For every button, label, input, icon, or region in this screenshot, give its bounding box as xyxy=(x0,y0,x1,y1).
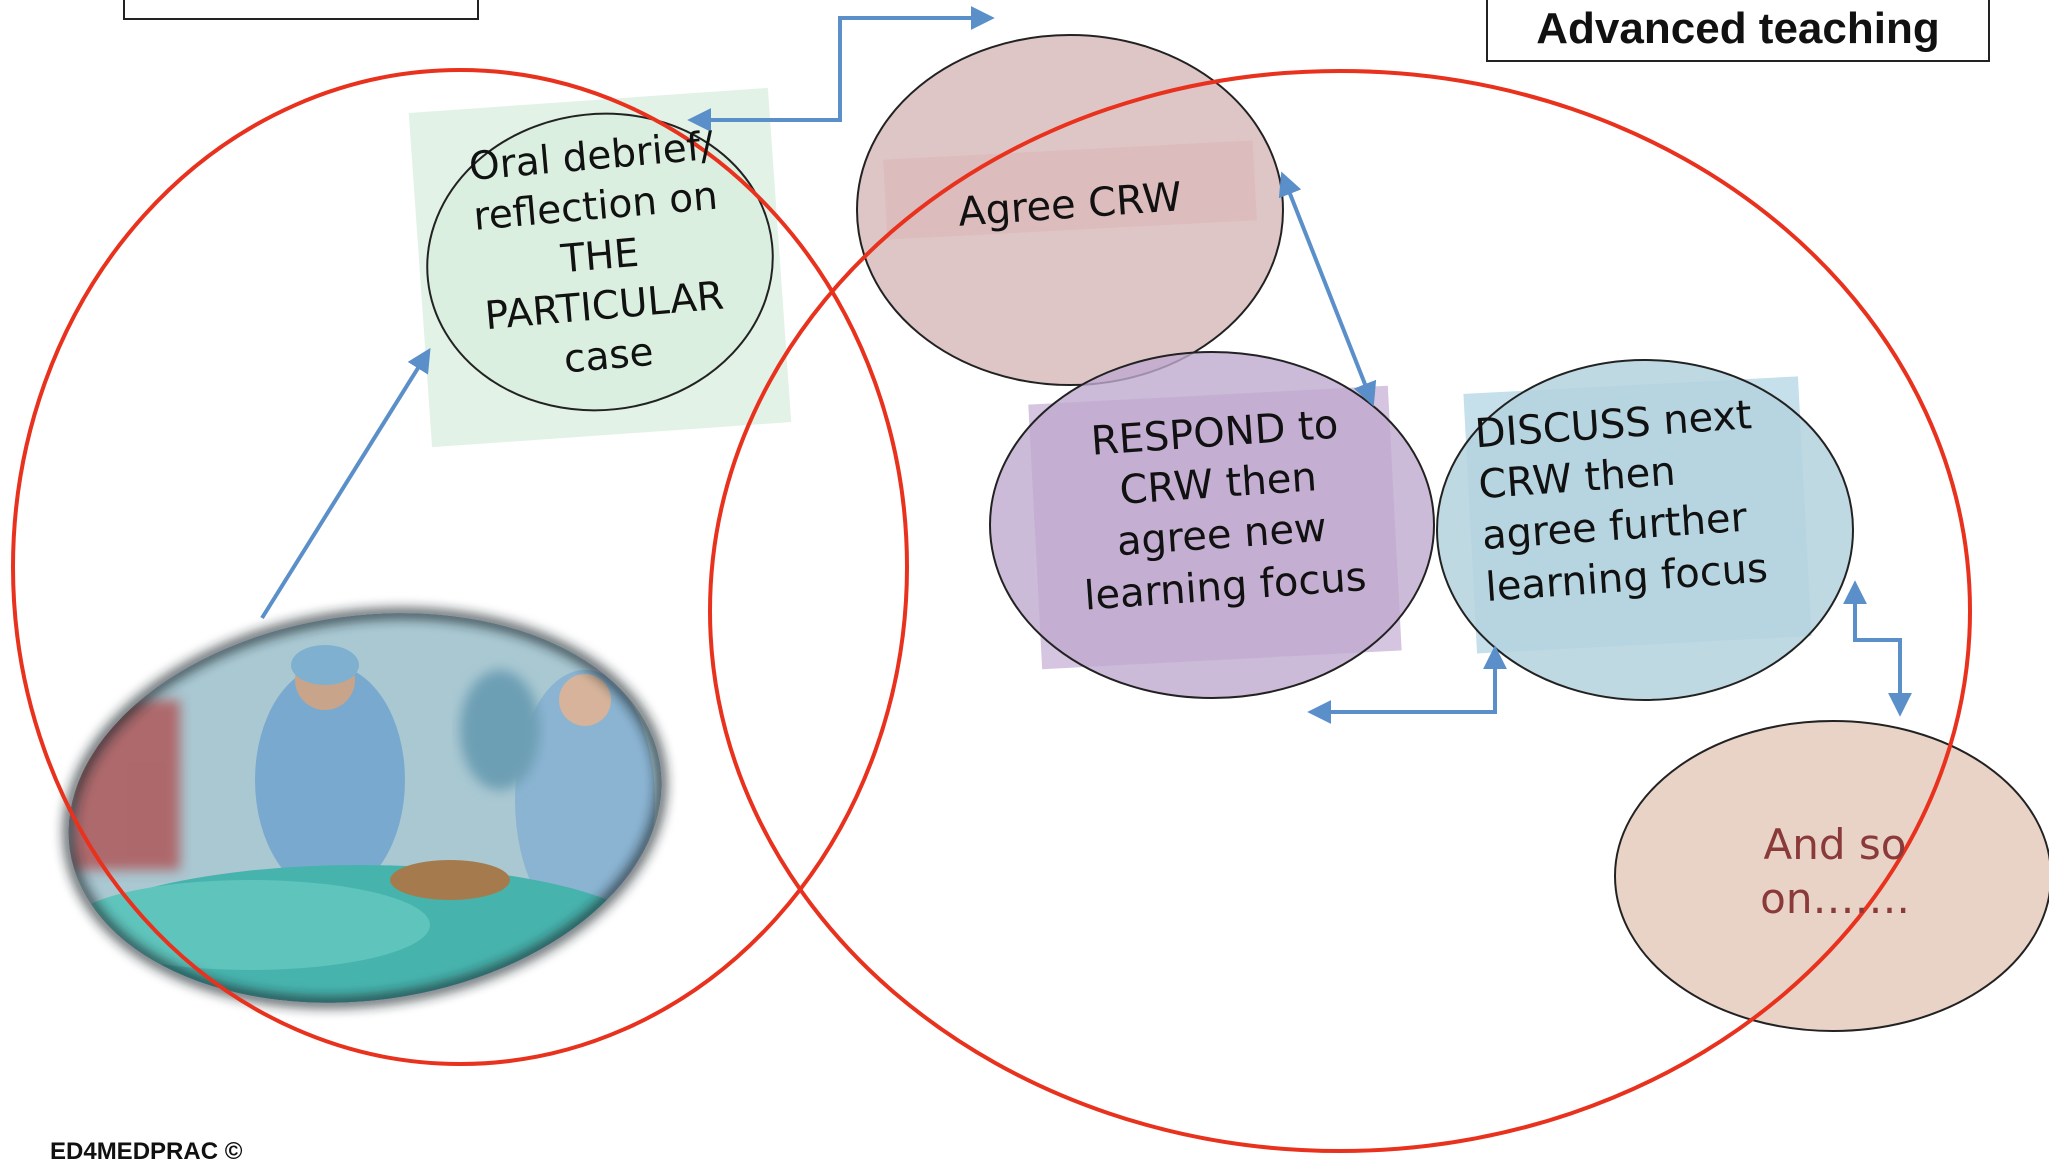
empty-label-box xyxy=(123,0,479,20)
discuss-node xyxy=(1436,359,1854,701)
respond-node xyxy=(989,351,1435,699)
left-circle xyxy=(11,68,909,1066)
respond-discuss-arrow xyxy=(1307,645,1507,724)
right-circle xyxy=(708,69,1972,1153)
diagram-title: Advanced teaching xyxy=(1536,4,1940,53)
debrief-label: Oral debrief/ reflection on THE PARTICUL… xyxy=(467,123,726,383)
and-so-on-label: And so on……. xyxy=(1760,820,1910,923)
title-box: Advanced teaching xyxy=(1486,0,1990,62)
copyright-footer: ED4MEDPRAC © xyxy=(50,1138,243,1165)
surgical-team-photo xyxy=(60,609,680,1025)
agree-respond-arrow xyxy=(1278,171,1377,407)
respond-label: RESPOND to CRW then agree new learning f… xyxy=(1082,401,1368,620)
debrief-agree-arrow xyxy=(687,6,995,132)
photo-to-debrief-arrow xyxy=(260,347,431,620)
discuss-label: DISCUSS next CRW then agree further lear… xyxy=(1473,392,1770,611)
and-so-on-node xyxy=(1614,720,2049,1032)
debrief-node xyxy=(426,112,774,412)
discuss-andso-arrow xyxy=(1843,580,1912,717)
